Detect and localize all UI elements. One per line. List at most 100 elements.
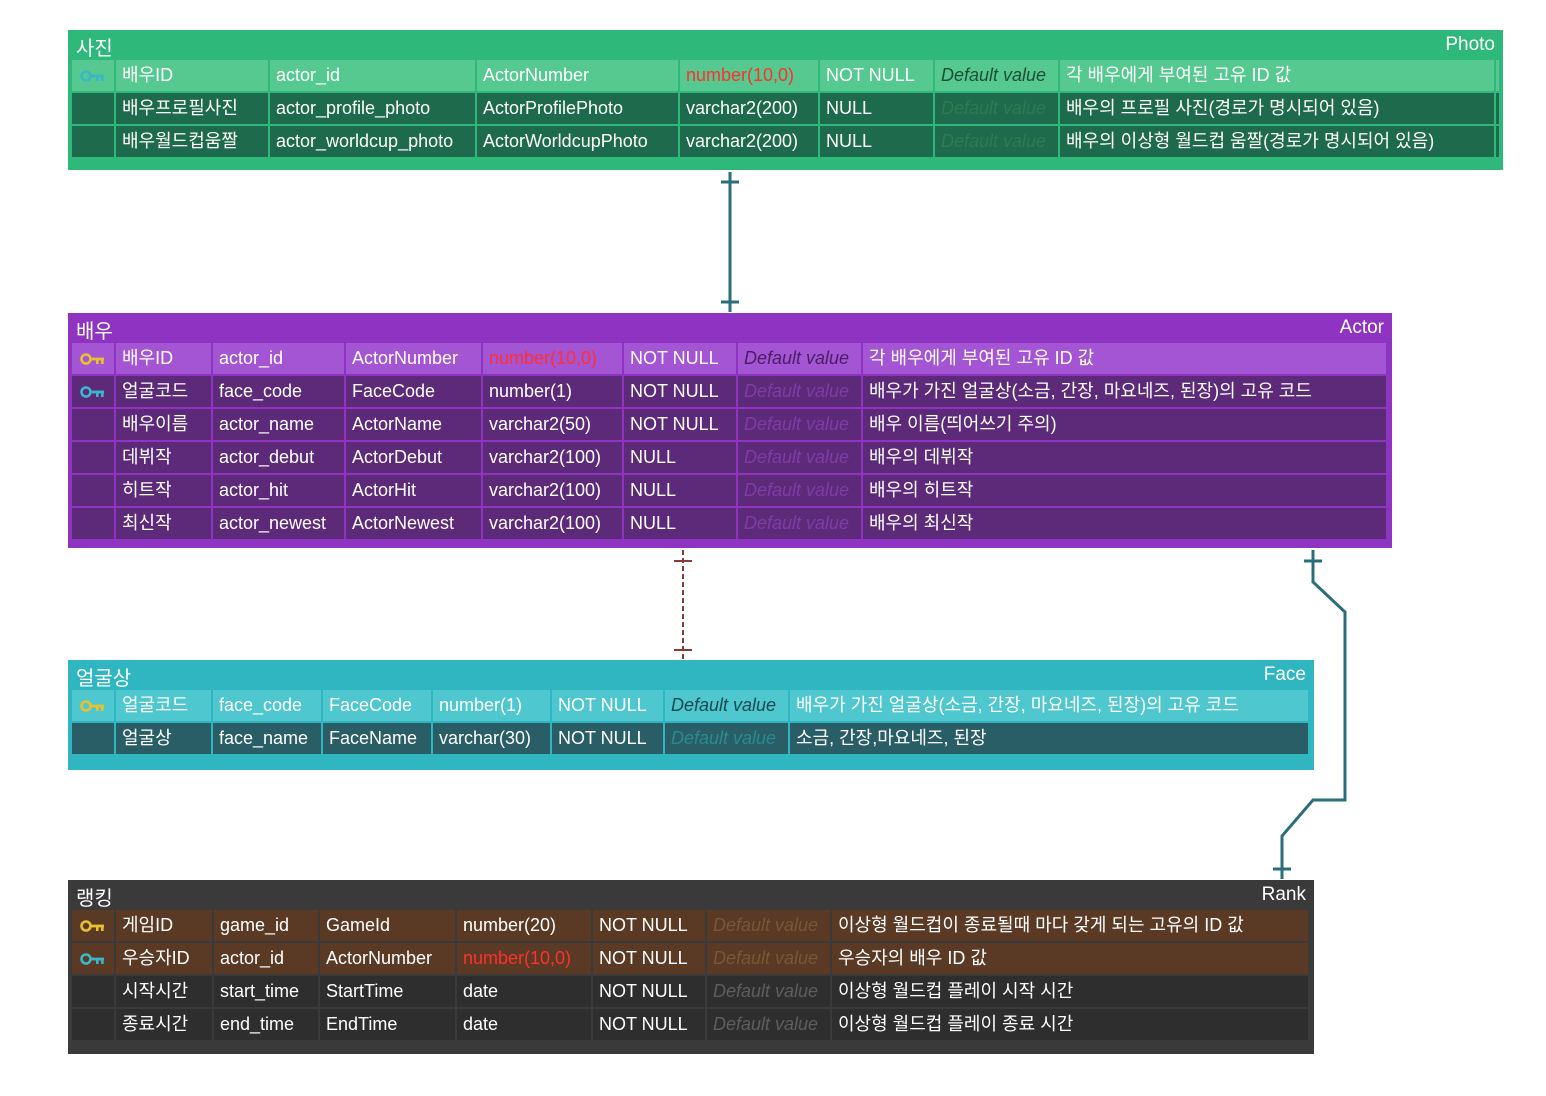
nullable-cell: NOT NULL (593, 943, 707, 974)
nullable-cell: NULL (820, 126, 935, 157)
entity-english-name: Rank (1261, 884, 1306, 905)
attribute-name-cell: ActorHit (346, 475, 483, 506)
default-value-cell: Default value (738, 442, 863, 473)
default-value-cell: Default value (935, 126, 1060, 157)
key-cell (72, 690, 116, 721)
attribute-name-cell: FaceCode (323, 690, 433, 721)
attribute-name-cell: ActorNumber (346, 343, 483, 374)
entity-english-name: Photo (1445, 34, 1495, 55)
logical-name-cell: 데뷔작 (116, 442, 213, 473)
foreign-key-icon (80, 385, 106, 399)
nullable-cell: NOT NULL (820, 60, 935, 91)
physical-name-cell: actor_id (213, 343, 346, 374)
data-type-cell: varchar2(200) (680, 93, 820, 124)
default-value-cell: Default value (707, 1009, 832, 1040)
default-value-cell: Default value (738, 475, 863, 506)
data-type-cell: varchar(30) (433, 723, 552, 754)
data-type-cell: varchar2(200) (680, 126, 820, 157)
logical-name-cell: 시작시간 (116, 976, 214, 1007)
physical-name-cell: actor_id (214, 943, 320, 974)
key-cell (72, 508, 116, 539)
physical-name-cell: actor_newest (213, 508, 346, 539)
attribute-name-cell: ActorName (346, 409, 483, 440)
attribute-name-cell: ActorNumber (320, 943, 457, 974)
logical-name-cell: 배우월드컵움짤 (116, 126, 270, 157)
physical-name-cell: actor_debut (213, 442, 346, 473)
comment-cell: 배우의 데뷔작 (863, 442, 1388, 473)
default-value-cell: Default value (935, 60, 1060, 91)
entity-korean-name: 얼굴상 (76, 668, 132, 690)
entity-korean-name: 랭킹 (76, 888, 113, 910)
logical-name-cell: 배우ID (116, 60, 270, 91)
entity-photo-header: 사진 Photo (68, 30, 1503, 60)
logical-name-cell: 우승자ID (116, 943, 214, 974)
default-value-cell: Default value (665, 690, 790, 721)
attribute-name-cell: FaceCode (346, 376, 483, 407)
attribute-name-cell: ActorNumber (477, 60, 680, 91)
comment-cell: 이상형 월드컵 플레이 시작 시간 (832, 976, 1310, 1007)
nullable-cell: NULL (820, 93, 935, 124)
attribute-name-cell: ActorNewest (346, 508, 483, 539)
primary-key-icon (80, 352, 106, 366)
physical-name-cell: actor_hit (213, 475, 346, 506)
default-value-cell: Default value (707, 976, 832, 1007)
data-type-cell: number(1) (483, 376, 624, 407)
attribute-name-cell: StartTime (320, 976, 457, 1007)
key-cell (72, 943, 116, 974)
nullable-cell: NOT NULL (593, 976, 707, 1007)
logical-name-cell: 배우프로필사진 (116, 93, 270, 124)
relationship-actor-rank (1273, 550, 1347, 879)
nullable-cell: NOT NULL (624, 376, 738, 407)
comment-cell: 각 배우에게 부여된 고유 ID 값 (863, 343, 1388, 374)
nullable-cell: NOT NULL (624, 343, 738, 374)
primary-key-icon (80, 699, 106, 713)
entity-face-header: 얼굴상 Face (68, 660, 1314, 690)
comment-cell: 배우의 이상형 월드컵 움짤(경로가 명시되어 있음) (1060, 126, 1496, 157)
logical-name-cell: 종료시간 (116, 1009, 214, 1040)
default-value-cell: Default value (738, 508, 863, 539)
primary-key-icon (80, 919, 106, 933)
key-cell (72, 1009, 116, 1040)
key-cell (72, 343, 116, 374)
key-cell (72, 442, 116, 473)
comment-cell: 우승자의 배우 ID 값 (832, 943, 1310, 974)
physical-name-cell: game_id (214, 910, 320, 941)
attribute-name-cell: ActorDebut (346, 442, 483, 473)
default-value-cell: Default value (738, 376, 863, 407)
attribute-name-cell: GameId (320, 910, 457, 941)
comment-cell: 배우의 최신작 (863, 508, 1388, 539)
data-type-cell: varchar2(100) (483, 442, 624, 473)
relationship-actor-face (674, 550, 692, 659)
nullable-cell: NOT NULL (552, 723, 665, 754)
comment-cell: 각 배우에게 부여된 고유 ID 값 (1060, 60, 1496, 91)
logical-name-cell: 최신작 (116, 508, 213, 539)
logical-name-cell: 게임ID (116, 910, 214, 941)
physical-name-cell: actor_worldcup_photo (270, 126, 477, 157)
data-type-cell: date (457, 976, 593, 1007)
nullable-cell: NULL (624, 508, 738, 539)
logical-name-cell: 얼굴상 (116, 723, 213, 754)
physical-name-cell: face_name (213, 723, 323, 754)
